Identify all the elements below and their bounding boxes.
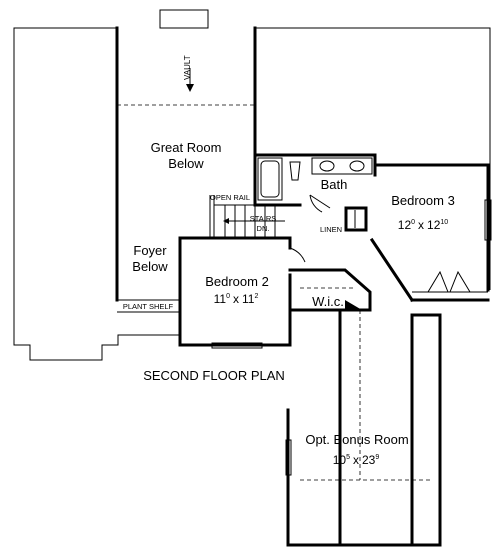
toilet: [289, 161, 301, 181]
great-room-label: Great Room: [151, 140, 222, 155]
plan-title: SECOND FLOOR PLAN: [143, 368, 285, 383]
vault-arrow: [186, 68, 194, 92]
plant-shelf-label: PLANT SHELF: [123, 302, 174, 311]
bedroom-2-label: Bedroom 2: [205, 274, 269, 289]
bonus-room-label: Opt. Bonus Room: [305, 432, 408, 447]
bath-walls: [253, 153, 377, 213]
chimney: [159, 9, 209, 29]
window: [285, 439, 292, 476]
foyer-label: Foyer: [133, 243, 167, 258]
great-room-walls: [115, 26, 257, 313]
bedroom-3-label: Bedroom 3: [391, 193, 455, 208]
stairs-label: STAIRS: [250, 214, 277, 223]
window: [211, 342, 263, 349]
wic-label: W.i.c.: [312, 294, 344, 309]
bathtub: [257, 157, 283, 201]
window: [484, 199, 492, 241]
stairs-direction-label: DN.: [257, 224, 270, 233]
linen-label: LINEN: [320, 225, 342, 234]
foyer-sublabel: Below: [132, 259, 168, 274]
bedroom-3-walls: [369, 163, 492, 303]
open-rail-label: OPEN RAIL: [210, 193, 250, 202]
vault-label: VAULT: [183, 55, 192, 80]
bath-label: Bath: [321, 177, 348, 192]
vanity: [311, 157, 373, 175]
lower-floor-outline: [13, 9, 491, 361]
bonus-room-walls: [285, 308, 442, 547]
wic-walls: [288, 268, 372, 312]
great-room-sublabel: Below: [168, 156, 204, 171]
linen-closet: [344, 206, 368, 232]
